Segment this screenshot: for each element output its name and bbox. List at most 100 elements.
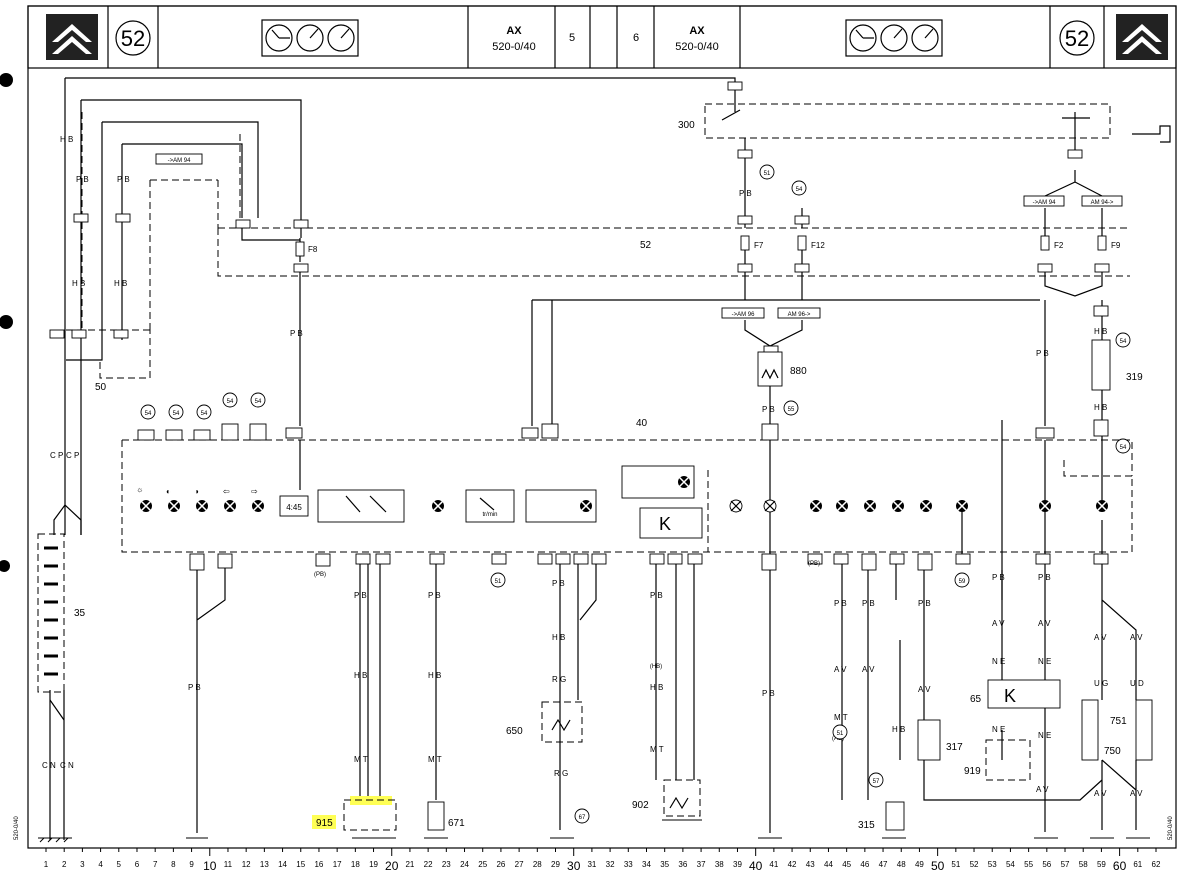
ruler-label: 57 (1061, 860, 1070, 869)
wire-label: H B (552, 633, 565, 642)
wire-label: R G (554, 769, 568, 778)
callout-label: 59 (959, 579, 966, 585)
ruler-label: 16 (314, 860, 323, 869)
ruler-label: 34 (642, 860, 651, 869)
callout-label: 51 (837, 731, 844, 737)
ref-am94: ->AM 94 (1033, 200, 1057, 206)
wire-label: P B (992, 573, 1005, 582)
callout-label: 55 (788, 407, 795, 413)
callout-label: 54 (227, 399, 234, 405)
ruler-label: 40 (749, 859, 763, 873)
callout-label: 54 (796, 187, 803, 193)
ruler-label: 37 (697, 860, 706, 869)
column-left: 5 (569, 32, 575, 44)
callout-label: 54 (1120, 339, 1127, 345)
fuse-f8 (295, 241, 305, 257)
wire-label: H B (428, 671, 441, 680)
pump-751 (1081, 699, 1099, 761)
wire-label: N E (1038, 731, 1051, 740)
turn-right-icon: ⇨ (251, 487, 258, 496)
binder-hole (0, 73, 13, 87)
module-65 (987, 679, 1061, 709)
ruler-label: 55 (1024, 860, 1033, 869)
ruler-label: 6 (135, 860, 140, 869)
component-880: 880 (790, 366, 807, 377)
ruler-label: 30 (567, 859, 581, 873)
fuse-label: F7 (754, 241, 764, 250)
callouts: 51 54 55 54 54 54 54 54 54 54 51 51 67 5… (140, 164, 1131, 824)
wire-label: P B (1038, 573, 1051, 582)
ruler-label: 25 (478, 860, 487, 869)
page-number-left: 52 (121, 26, 145, 51)
wire-label: C P (50, 451, 63, 460)
wire-label: A V (918, 685, 931, 694)
headlamp-icon: ◐ (166, 487, 171, 496)
ruler-label: 23 (442, 860, 451, 869)
ruler-label: 19 (369, 860, 378, 869)
ruler-label: 26 (496, 860, 505, 869)
wire-label: A V (862, 665, 875, 674)
ruler-label: 7 (153, 860, 158, 869)
component-319: 319 (1126, 372, 1143, 383)
wire-label: A V (1094, 789, 1107, 798)
ruler-label: 32 (606, 860, 615, 869)
side-code-right: 520-0/40 (1168, 816, 1174, 840)
component-750: 750 (1104, 746, 1121, 757)
ruler-label: 9 (189, 860, 194, 869)
ruler-label: 11 (224, 860, 233, 869)
side-code-left: 520-0/40 (14, 816, 20, 840)
ruler-label: 43 (806, 860, 815, 869)
ruler-label: 42 (788, 860, 797, 869)
wire-label: H B (1094, 327, 1107, 336)
component-902: 902 (632, 800, 649, 811)
ruler-label: 29 (551, 860, 560, 869)
ruler-label: 49 (915, 860, 924, 869)
component-650: 650 (506, 726, 523, 737)
code-right: 520-0/40 (675, 41, 718, 53)
callout-label: 54 (173, 411, 180, 417)
callout-label: 67 (579, 815, 586, 821)
sensor-902-box (663, 779, 701, 817)
wire-label: P B (428, 591, 441, 600)
wire-label: A V (1130, 633, 1143, 642)
lower-wires (196, 564, 1103, 833)
binder-hole (0, 315, 13, 329)
component-50: 50 (95, 382, 107, 393)
ruler-label: 24 (460, 860, 469, 869)
callout-label: 51 (764, 171, 771, 177)
wire-label: C N (42, 761, 56, 770)
switch-671 (427, 801, 445, 831)
fuse-f7 (740, 235, 750, 251)
wire-label: P B (918, 599, 931, 608)
wire-label: M T (650, 745, 664, 754)
wire-network (49, 77, 1137, 840)
ruler-label: 53 (988, 860, 997, 869)
wire-label: P B (117, 175, 130, 184)
switch-315 (885, 801, 905, 831)
wire-label: C P (66, 451, 79, 460)
model-left: AX (506, 25, 522, 37)
ruler-label: 15 (296, 860, 305, 869)
pump-750 (1135, 699, 1153, 761)
ruler-label: 50 (931, 859, 945, 873)
ruler-label: 27 (515, 860, 524, 869)
ruler-label: 12 (242, 860, 251, 869)
fuse-f9 (1097, 235, 1107, 251)
foglamp-icon: ◑ (194, 487, 199, 496)
ruler-label: 20 (385, 859, 399, 873)
wire-label: P B (762, 405, 775, 414)
ruler-label: 17 (333, 860, 342, 869)
callout-label: 57 (873, 779, 880, 785)
component-35: 35 (74, 608, 86, 619)
component-labels: 300 52 50 40 35 880 319 650 902 915 671 … (74, 120, 1143, 831)
wire-label: P B (354, 591, 367, 600)
resistor-880 (757, 351, 783, 387)
module-outlines (66, 103, 1133, 553)
sensor-919-box (985, 739, 1031, 781)
sidelight-icon: ☼ (136, 485, 143, 494)
callout-label: 54 (145, 411, 152, 417)
clock-value: 4:45 (286, 503, 302, 512)
chevron-logo-icon (52, 24, 92, 54)
